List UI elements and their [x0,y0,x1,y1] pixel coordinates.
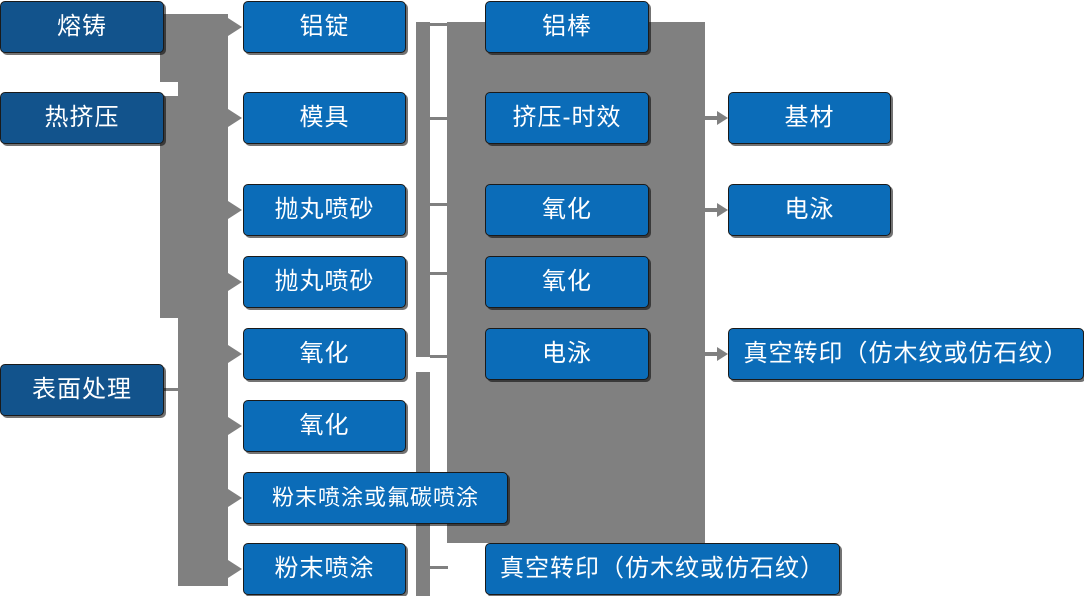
arrow-to-proc-mould [228,109,242,127]
proc-aluminum-ingot-label: 铝锭 [299,13,350,40]
mat-oxidation-1-label: 氧化 [542,196,592,223]
out-vacuum-transfer-label: 真空转印（仿木纹或仿石纹） [743,340,1069,367]
proc-shot-blast-2[interactable]: 抛丸喷砂 [243,256,406,308]
mat-oxidation-2-label: 氧化 [542,268,592,295]
arrow-to-out-base-material [703,111,728,125]
proc-oxidation-1-label: 氧化 [299,340,350,367]
proc-aluminum-ingot[interactable]: 铝锭 [243,1,406,53]
stage-feeder-top [160,14,184,82]
rail-tick-3 [430,203,448,206]
stage-hot-extrusion[interactable]: 热挤压 [0,92,164,144]
arrow-to-out-electrophoresis [703,203,728,217]
mat-electrophoresis[interactable]: 电泳 [485,328,649,380]
mat-oxidation-2[interactable]: 氧化 [485,256,649,308]
stage-hot-extrusion-label: 热挤压 [44,104,120,131]
mat-vacuum-transfer[interactable]: 真空转印（仿木纹或仿石纹） [485,543,840,595]
proc-shot-blast-2-label: 抛丸喷砂 [274,268,375,295]
out-electrophoresis[interactable]: 电泳 [728,184,891,236]
out-base-material[interactable]: 基材 [728,92,891,144]
mat-extrusion-aging-label: 挤压-时效 [512,104,622,131]
proc-powder-or-fluorocarbon-label: 粉末喷涂或氟碳喷涂 [271,485,479,510]
arrow-to-proc-oxidation-1 [228,345,242,363]
proc-mould-label: 模具 [299,104,350,131]
rail-tick-1 [430,23,448,26]
mat-electrophoresis-label: 电泳 [542,340,592,367]
arrow-to-proc-aluminum-ingot [228,18,242,36]
rail-tick-4 [430,272,448,275]
proc-shot-blast-1[interactable]: 抛丸喷砂 [243,184,406,236]
proc-powder-coating-label: 粉末喷涂 [274,555,375,582]
arrow-to-proc-shot-blast-2 [228,273,242,291]
proc-powder-or-fluorocarbon[interactable]: 粉末喷涂或氟碳喷涂 [243,472,508,524]
stage-feeder-mid [160,96,184,318]
stage-melt-cast-label: 熔铸 [57,13,107,40]
proc-oxidation-2-label: 氧化 [299,412,350,439]
proc-oxidation-1[interactable]: 氧化 [243,328,406,380]
mat-vacuum-transfer-label: 真空转印（仿木纹或仿石纹） [500,555,825,582]
mat-oxidation-1[interactable]: 氧化 [485,184,649,236]
mat-aluminum-bar-label: 铝棒 [542,13,592,40]
stage-melt-cast[interactable]: 熔铸 [0,1,164,53]
out-electrophoresis-label: 电泳 [784,196,835,223]
proc-mould[interactable]: 模具 [243,92,406,144]
proc-oxidation-2[interactable]: 氧化 [243,400,406,452]
rail-tick-6 [430,566,448,569]
rail-tick-5 [430,355,448,358]
arrow-to-proc-powder-coating [228,560,242,578]
arrow-to-proc-shot-blast-1 [228,201,242,219]
arrow-to-out-vacuum-transfer [703,347,728,361]
mat-extrusion-aging[interactable]: 挤压-时效 [485,92,649,144]
stage-surface-treatment-label: 表面处理 [32,376,132,403]
arrow-to-proc-powder-or-fluorocarbon [228,489,242,507]
arrow-to-proc-oxidation-2 [228,417,242,435]
proc-powder-coating[interactable]: 粉末喷涂 [243,543,406,595]
process-rail-left [416,22,430,357]
mat-aluminum-bar[interactable]: 铝棒 [485,1,649,53]
stage-surface-treatment[interactable]: 表面处理 [0,364,164,416]
surface-treatment-connector [164,388,184,391]
rail-tick-2 [430,117,448,120]
out-base-material-label: 基材 [784,104,835,131]
out-vacuum-transfer[interactable]: 真空转印（仿木纹或仿石纹） [728,328,1084,380]
stage-to-process-bar [178,14,228,586]
proc-shot-blast-1-label: 抛丸喷砂 [274,196,375,223]
